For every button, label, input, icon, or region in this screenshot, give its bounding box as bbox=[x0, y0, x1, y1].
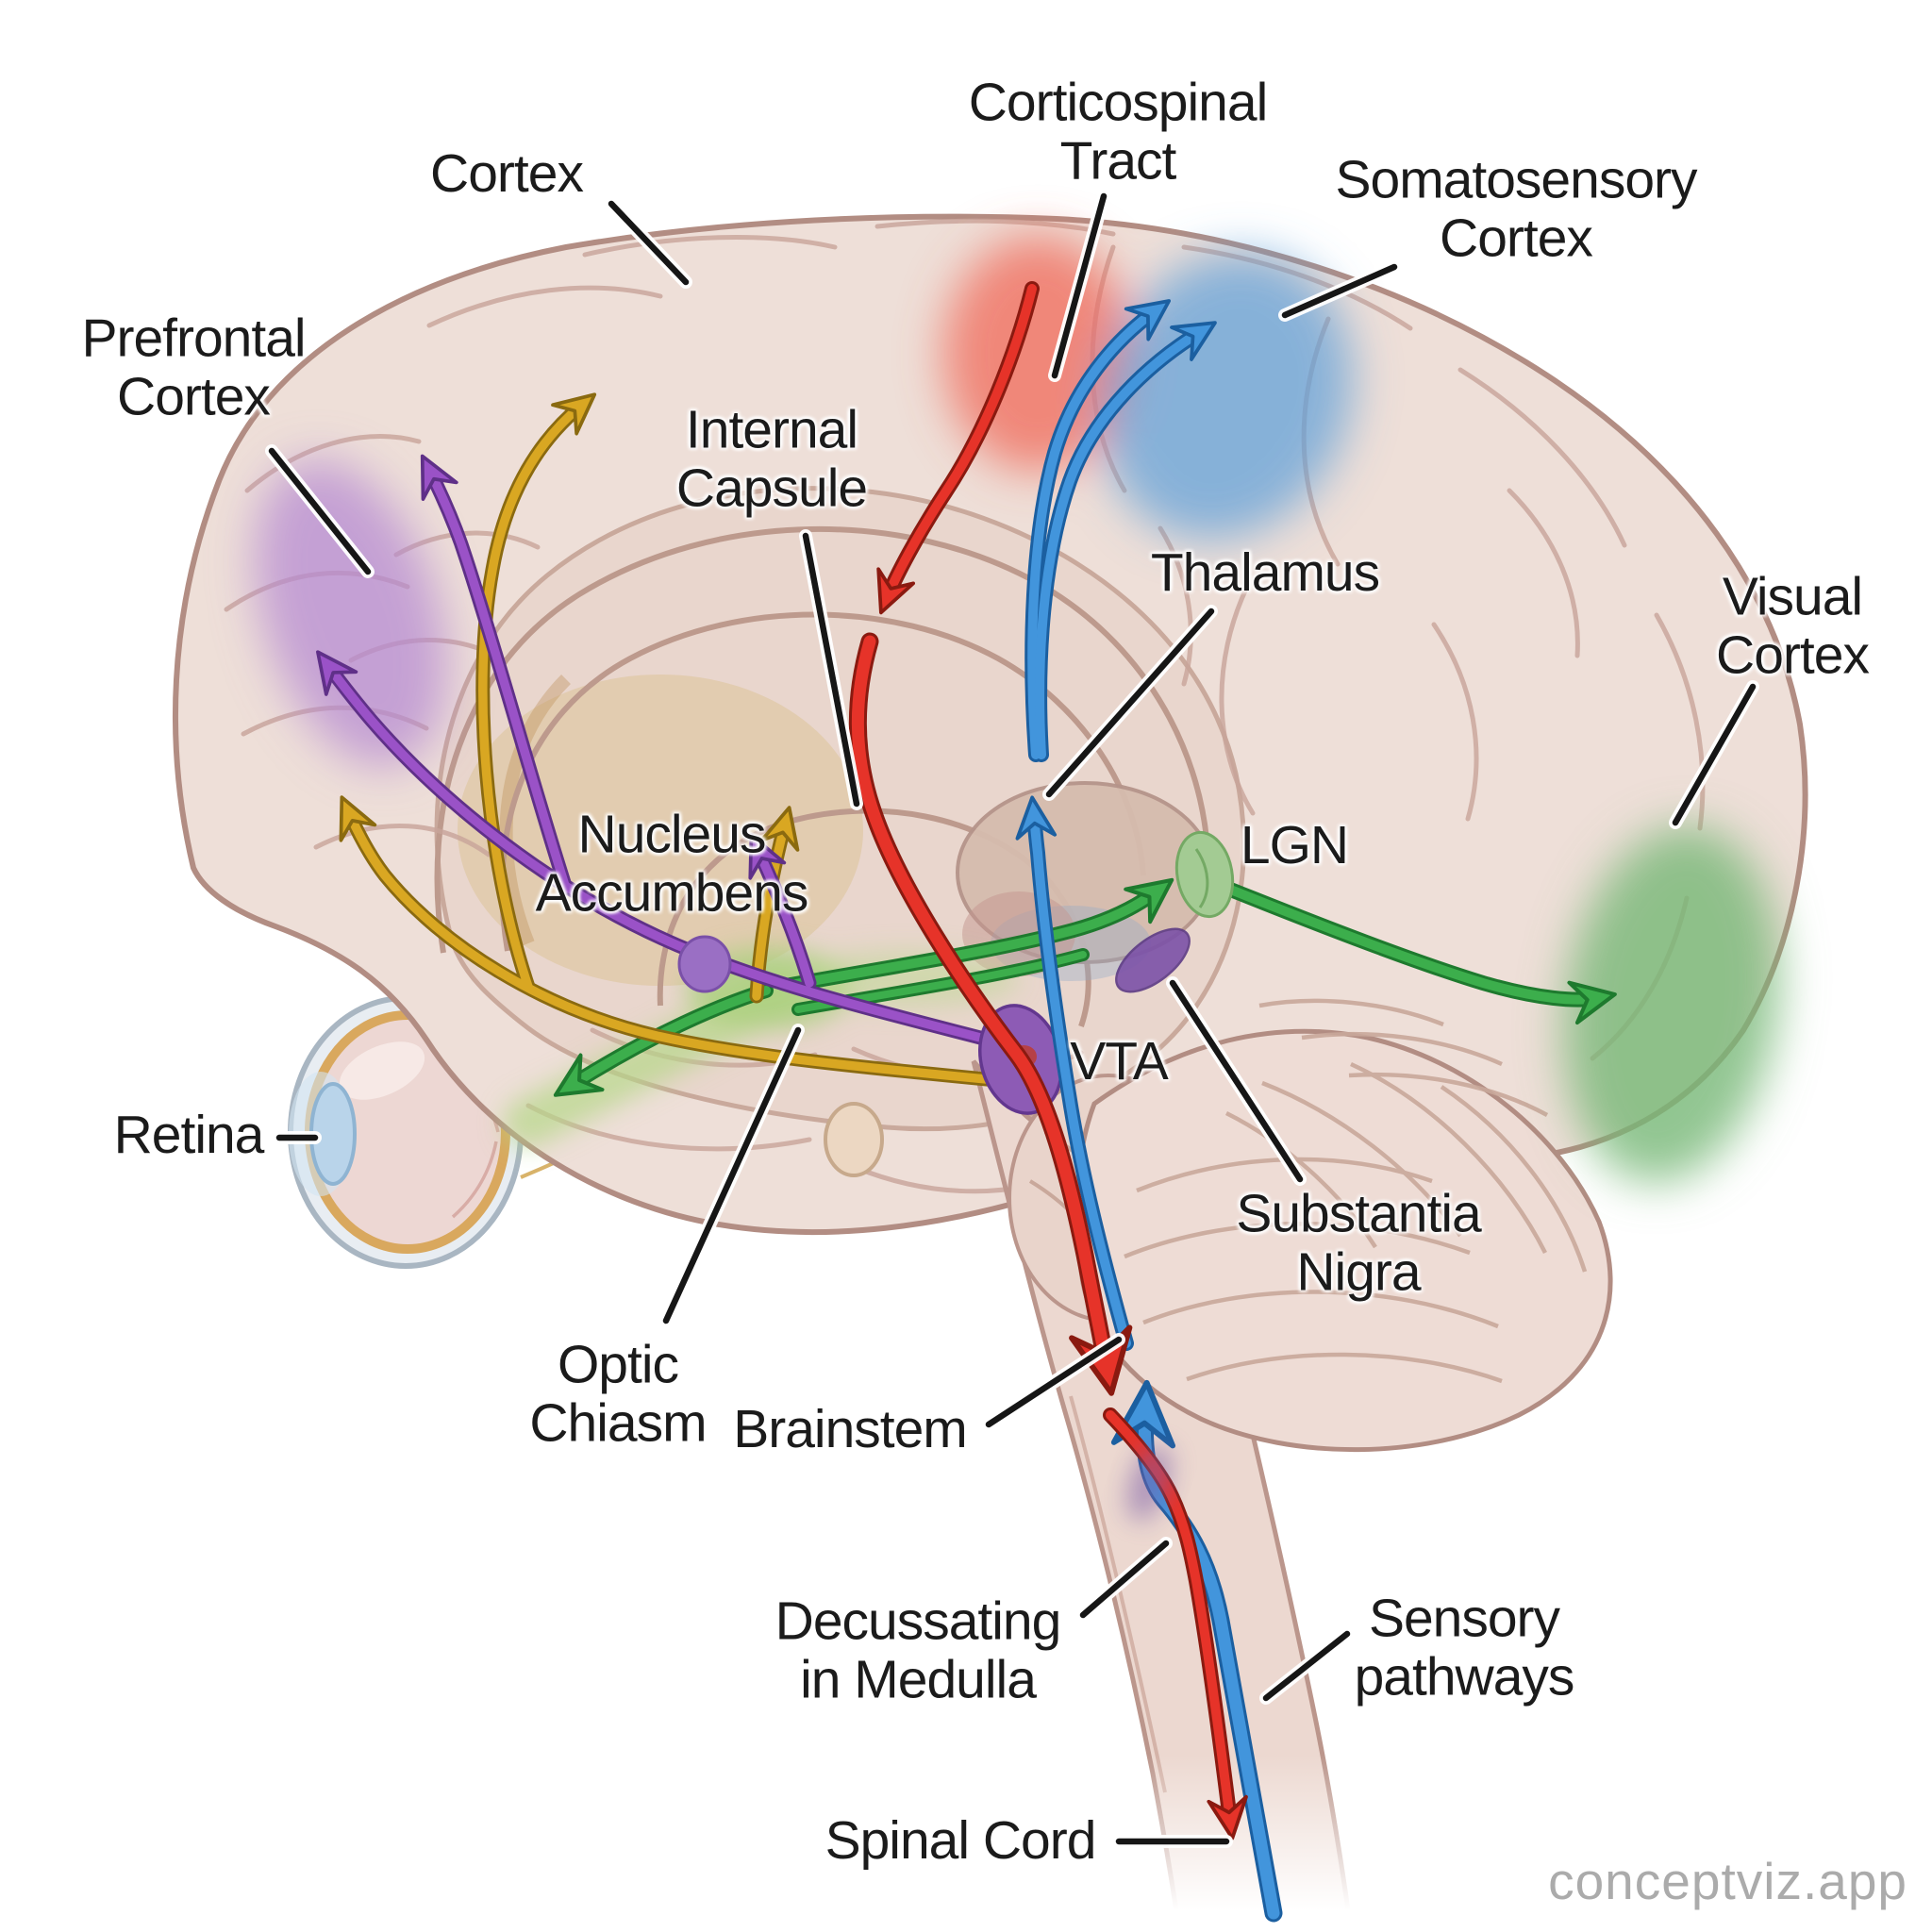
mammillary-body bbox=[824, 1102, 884, 1177]
sensory-pathway bbox=[1015, 299, 1283, 1923]
lgn-to-occipital-arrow bbox=[1224, 884, 1617, 1025]
brainstem-to-thalamus-arrow bbox=[1015, 795, 1131, 1348]
substantia-nigra-body bbox=[1115, 927, 1191, 993]
retina-arrow bbox=[553, 986, 771, 1097]
leader-brainstem bbox=[985, 1336, 1123, 1428]
thalamus-to-cortex-arrow-1 bbox=[1027, 299, 1172, 759]
leader-prefrontal-cortex bbox=[268, 447, 372, 575]
leader-sensory-pathways bbox=[1262, 1630, 1351, 1702]
cerebellum-folia bbox=[1124, 998, 1588, 1384]
leader-lines bbox=[265, 190, 1759, 1848]
motor-cortex-descending-arrow bbox=[876, 284, 1037, 615]
occipital-visual-cortex-shade bbox=[1563, 826, 1780, 1183]
label-spinal-cord: Spinal Cord bbox=[824, 1810, 1097, 1872]
corticospinal-pathway bbox=[848, 281, 1248, 1840]
label-brainstem: Brainstem bbox=[733, 1399, 968, 1460]
vta-dopamine-pathway bbox=[316, 454, 1017, 1053]
leader-somatosensory-cortex bbox=[1281, 263, 1398, 319]
label-thalamus: Thalamus bbox=[1150, 542, 1380, 604]
label-vta: VTA bbox=[1070, 1031, 1169, 1092]
label-cortex: Cortex bbox=[430, 143, 584, 205]
leader-thalamus bbox=[1045, 608, 1215, 798]
decussation-blend bbox=[1126, 1444, 1172, 1522]
optic-tract-to-lgn-arrow bbox=[786, 877, 1174, 990]
prefrontal-cortex-shade bbox=[255, 459, 447, 767]
label-lgn: LGN bbox=[1240, 815, 1349, 876]
watermark: conceptviz.app bbox=[1548, 1852, 1907, 1910]
internal-capsule-to-brainstem-arrow bbox=[851, 635, 1133, 1396]
leader-cortex bbox=[608, 200, 690, 286]
leader-corticospinal-tract bbox=[1051, 192, 1108, 379]
leader-substantia-nigra bbox=[1169, 979, 1304, 1183]
cortical-shades bbox=[255, 236, 1780, 1183]
leader-decussating bbox=[1079, 1540, 1170, 1619]
leader-visual-cortex bbox=[1672, 683, 1757, 826]
leader-optic-chiasm bbox=[662, 1026, 802, 1324]
thalamus-to-cortex-arrow-2 bbox=[1035, 321, 1217, 759]
label-retina: Retina bbox=[113, 1105, 265, 1166]
leader-internal-capsule bbox=[802, 532, 860, 808]
lgn-body bbox=[1174, 830, 1235, 919]
nucleus-accumbens-body bbox=[677, 935, 732, 993]
